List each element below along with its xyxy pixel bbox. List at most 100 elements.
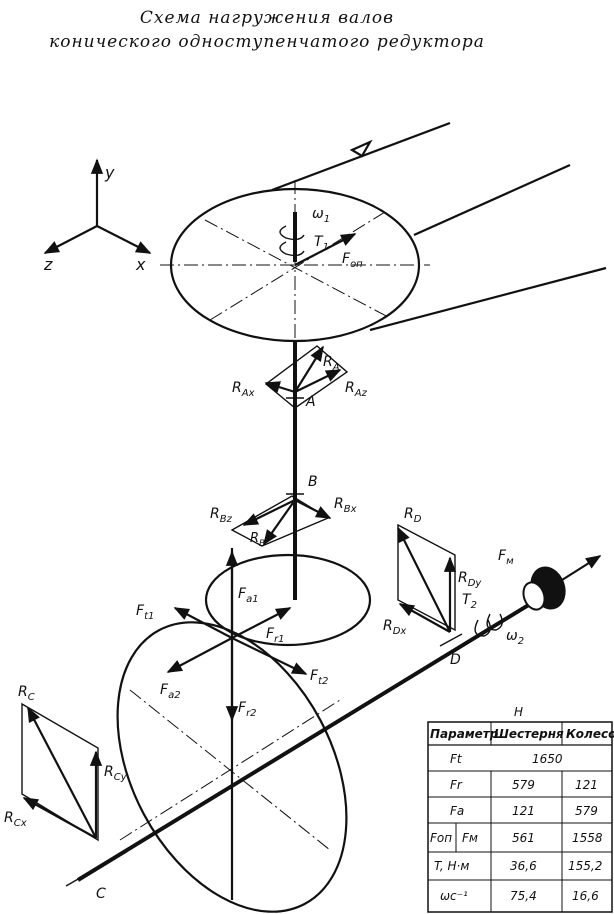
support-C-reactions: RC RCy RCx C xyxy=(4,684,128,902)
Ft1-sub: t1 xyxy=(144,611,154,622)
bevel-wheel xyxy=(116,621,348,913)
RB-label: R xyxy=(250,531,259,546)
support-D-reactions: RD RDy RDx T2 ω2 D xyxy=(383,506,524,668)
row-Fr-gear: 579 xyxy=(512,778,535,792)
svg-text:RC: RC xyxy=(18,684,35,703)
RCx-sub: Cx xyxy=(14,818,27,829)
row-Ft-param: Ft xyxy=(450,752,463,766)
omega2-label: ω xyxy=(506,628,518,644)
svg-text:Fr1: Fr1 xyxy=(266,626,285,645)
svg-text:RAz: RAz xyxy=(345,380,368,399)
support-A-label: A xyxy=(305,394,316,410)
row-omega-gear: 75,4 xyxy=(510,889,537,903)
RAz-sub: Az xyxy=(354,388,368,399)
T1-sub: 1 xyxy=(323,242,329,253)
support-D-label: D xyxy=(450,652,461,668)
svg-text:RD: RD xyxy=(404,506,422,525)
Ft1-arrow xyxy=(173,607,233,639)
svg-text:RBx: RBx xyxy=(334,496,357,515)
Fa1-label: F xyxy=(238,586,247,602)
mesh-forces: Fa1 Ft1 Fr1 Fa2 Ft2 Fr2 xyxy=(136,548,328,900)
omega2-rotation-arrow xyxy=(474,619,491,637)
svg-text:RBz: RBz xyxy=(210,506,233,525)
x-axis-label: x xyxy=(135,255,146,274)
pinion-gear xyxy=(204,553,372,647)
T2-label: T xyxy=(462,592,472,608)
Fr1-label: F xyxy=(266,626,275,642)
Fr2-sub: r2 xyxy=(246,708,256,719)
row-Fon-wheel: 1558 xyxy=(572,831,603,845)
row-omega-param: ωс⁻¹ xyxy=(440,889,468,903)
omega1-sub: 1 xyxy=(324,214,330,225)
svg-text:Ft1: Ft1 xyxy=(136,603,154,622)
Ft1-label: F xyxy=(136,603,145,619)
svg-text:Fr2: Fr2 xyxy=(238,700,257,719)
RB-sub: B xyxy=(259,539,265,549)
Fon-label: F xyxy=(342,251,351,267)
row-T-param: T, Н·м xyxy=(434,859,469,873)
coupling: Fм xyxy=(498,548,602,611)
diagram-title-line-1: Схема нагружения валов xyxy=(139,8,395,28)
svg-text:RB: RB xyxy=(250,531,265,549)
Fa2-sub: a2 xyxy=(168,690,181,701)
RAz-label: R xyxy=(345,380,355,396)
belt-bottom-edge xyxy=(369,266,607,332)
Fa2-arrow xyxy=(166,637,233,673)
RD-sub: D xyxy=(414,514,422,525)
table-caption: H xyxy=(514,705,523,719)
RAz-arrow xyxy=(294,369,342,393)
RD-label: R xyxy=(404,506,414,522)
svg-text:Fa1: Fa1 xyxy=(238,586,259,605)
RA-arrow xyxy=(294,345,324,393)
row-Fon-gear: 561 xyxy=(512,831,535,845)
header-parameter: Параметр xyxy=(430,727,499,741)
z-axis-label: z xyxy=(43,255,53,274)
svg-text:Fa2: Fa2 xyxy=(160,682,181,701)
Fon-sub: оп xyxy=(350,259,363,270)
RCy-label: R xyxy=(104,764,114,780)
RBz-sub: Bz xyxy=(220,514,233,525)
RDx-sub: Dx xyxy=(393,626,407,637)
output-shaft xyxy=(76,596,542,882)
T2-sub: 2 xyxy=(471,600,477,611)
svg-text:Fоп: Fоп xyxy=(342,251,363,270)
omega1-label: ω xyxy=(312,206,324,222)
T1-label: T xyxy=(314,234,324,250)
Fr1-arrow xyxy=(231,607,292,639)
svg-text:T2: T2 xyxy=(462,592,477,611)
svg-text:Ft2: Ft2 xyxy=(310,668,328,687)
Ft2-label: F xyxy=(310,668,319,684)
row-Fr-wheel: 121 xyxy=(575,778,598,792)
support-B-label: B xyxy=(308,474,318,490)
header-pinion: Шестерня xyxy=(494,727,564,741)
RA-sub: A xyxy=(332,362,340,373)
svg-text:RCx: RCx xyxy=(4,810,27,829)
RDy-sub: Dy xyxy=(468,578,483,589)
RBx-label: R xyxy=(334,496,344,512)
support-C-label: C xyxy=(96,886,106,902)
header-wheel: Колесо xyxy=(566,727,614,741)
row-T-gear: 36,6 xyxy=(510,859,537,873)
row-omega-wheel: 16,6 xyxy=(572,889,599,903)
svg-text:RAx: RAx xyxy=(232,380,255,399)
RAx-label: R xyxy=(232,380,242,396)
RBz-label: R xyxy=(210,506,220,522)
RBz-arrow xyxy=(242,499,296,526)
RBx-sub: Bx xyxy=(344,504,357,515)
svg-text:RDy: RDy xyxy=(458,570,482,589)
row-Fa-gear: 121 xyxy=(512,804,535,818)
Ft2-arrow xyxy=(231,637,308,675)
row-Fr-param: Fr xyxy=(450,778,463,792)
input-shaft-loads: ω1 T1 Fоп xyxy=(279,206,363,270)
belt-direction-mark xyxy=(349,139,373,158)
Fr2-label: F xyxy=(238,700,247,716)
svg-text:RDx: RDx xyxy=(383,618,406,637)
row-Fon-param: Fоп xyxy=(430,831,452,845)
x-axis-arrow xyxy=(96,225,152,254)
z-axis-arrow xyxy=(43,225,98,254)
RDx-label: R xyxy=(383,618,393,634)
coordinate-triad: y z x xyxy=(43,158,152,274)
row-FM-param: Fм xyxy=(462,831,478,845)
Ft2-sub: t2 xyxy=(318,676,328,687)
RDy-label: R xyxy=(458,570,468,586)
